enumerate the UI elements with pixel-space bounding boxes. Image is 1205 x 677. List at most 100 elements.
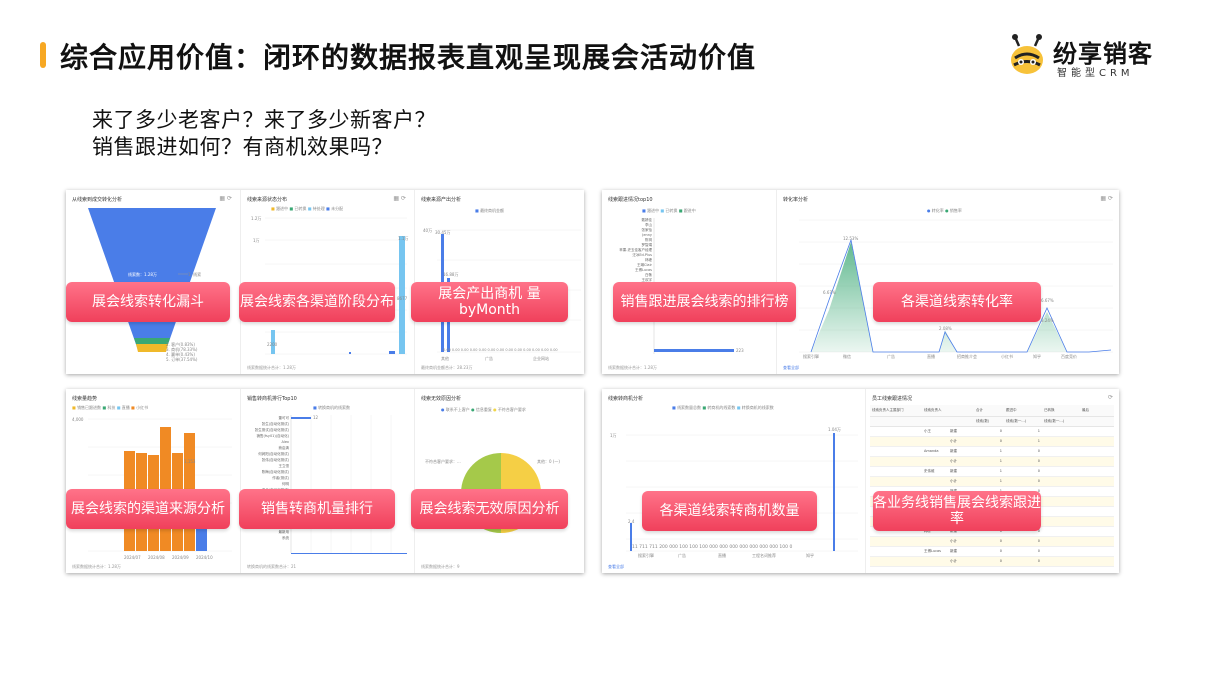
- bar-label: 2200: [267, 342, 278, 347]
- followup-table-card: 员工线索跟进情况 ⟳ 线索负责人主属部门 线索负责人 合计 跟进中 已转换 最后…: [865, 389, 1119, 573]
- table-cell: 0: [1037, 489, 1040, 493]
- channel-opportunity-card: 线索转商机分析 ■ 线索数量总数 ■ 转商机的线索数 ■ 转换商机的线索数 1万…: [602, 389, 863, 573]
- table-cell: 1: [999, 449, 1002, 453]
- table-cell: [870, 447, 922, 456]
- chart-legend: ● 转化率 ● 销售率: [927, 208, 962, 213]
- card-tools-icon[interactable]: ▦ ⟳: [393, 195, 406, 202]
- table-cell: [870, 457, 922, 466]
- table-body: 小王新建01小计01Amanda新建10小计10史伟维新建10小计10新建10小…: [870, 427, 1114, 567]
- funnel-stage-label: 5. 订单(37.54%): [166, 357, 198, 362]
- point-label: 12.53%: [843, 236, 859, 241]
- x-values: 11 711 711 200 000 100 100 100 000 000 0…: [632, 545, 793, 550]
- point-label: 6.67%: [823, 290, 836, 295]
- table-cell: 0: [999, 549, 1002, 553]
- table-cell: [870, 547, 922, 556]
- slide-title: 综合应用价值：闭环的数据报表直观呈现展会活动价值: [60, 41, 757, 74]
- view-all-link[interactable]: 查看全部: [608, 564, 624, 569]
- pie-label: 不符合客户要求：...: [425, 459, 461, 464]
- table-cell: [870, 477, 922, 486]
- card-title: 线索来源产出分析: [421, 197, 462, 203]
- table-cell: 小计: [950, 539, 957, 543]
- convert-name: 张生(自动化测试): [261, 422, 289, 426]
- table-cell: 小计: [950, 559, 957, 563]
- table-cell: 小计: [950, 459, 957, 463]
- table-row: 小计 1 0: [870, 457, 1114, 467]
- convert-name: 何润阳(自动化测试): [258, 452, 289, 456]
- pill-convert-ranking: 销售转商机量排行: [239, 489, 395, 529]
- funnel-top-label: 线索数：1.28万: [128, 272, 157, 277]
- convert-name: 最新用: [278, 530, 290, 534]
- ranking-name: 张家怡: [641, 228, 653, 232]
- table-cell: 0: [1037, 539, 1040, 543]
- brand-subtitle: 智能型CRM: [1057, 68, 1134, 79]
- table-cell: 新建: [950, 429, 957, 433]
- table-subheader-row: 线索(数) 线索(数一...) 线索(数一...): [870, 417, 1114, 427]
- x-category: 2024/09: [172, 555, 189, 560]
- convert-name: 销售(fsy01)(自动化): [256, 434, 289, 438]
- card-title: 线索跟进情况top10: [608, 197, 653, 203]
- chart-legend: ■ 最终商机金额: [475, 208, 505, 213]
- table-cell: 0: [1037, 469, 1040, 473]
- column-subheader: 线索(数一...): [1044, 419, 1065, 423]
- view-all-link[interactable]: 查看全部: [783, 365, 799, 370]
- x-category: 广告: [887, 354, 895, 359]
- table-cell: 1: [999, 459, 1002, 463]
- bar-label: 12: [313, 415, 319, 420]
- bee-mascot-icon: [1011, 34, 1043, 74]
- x-category: 直播: [927, 354, 935, 359]
- pill-funnel: 展会线索转化漏斗: [66, 282, 230, 322]
- column-header: 最后: [1082, 408, 1089, 412]
- card-tools-icon[interactable]: ▦ ⟳: [219, 195, 232, 202]
- invalid-pie-chart: [461, 453, 541, 533]
- table-cell: [922, 537, 948, 546]
- question-line-2: 销售跟进如何？有商机效果吗？: [92, 135, 393, 159]
- x-category: 其他: [441, 356, 449, 361]
- table-cell: [870, 437, 922, 446]
- convert-name: 作者(测试): [272, 476, 289, 480]
- funnel-stage-label: 3. 商机(78.33%): [166, 347, 198, 352]
- bar-label: 30.45万: [435, 230, 451, 235]
- table-cell: 新建: [950, 549, 957, 553]
- x-category: 工程名词推荐: [752, 553, 776, 558]
- table-cell: 0: [1037, 459, 1040, 463]
- column-header: 跟进中: [1006, 408, 1017, 412]
- pill-opportunity-by-month: 展会产出商机 量byMonth: [411, 282, 568, 322]
- chart-legend: ■ 线索数量总数 ■ 转商机的线索数 ■ 转换商机的线索数: [672, 405, 774, 410]
- x-category: 直播: [718, 553, 726, 558]
- x-values: 0.00 0.00 0.00 0.00 0.00 0.00 0.00 0.00 …: [443, 348, 558, 352]
- table-cell: 0: [999, 439, 1002, 443]
- chart-legend: ■ 跟进中 ■ 已转换 ■ 待处理 ■ 未分配: [271, 206, 344, 211]
- dashboard-panel-top-left: 从线索到成交转化分析 ▦ ⟳ 线索数：1.28万 1. 线索 2. 客户(0.8…: [66, 190, 584, 374]
- ranking-name: Jenny: [642, 233, 652, 237]
- column-subheader: 线索(数一...): [1006, 419, 1027, 423]
- ranking-name: 陈玥: [645, 238, 652, 242]
- bar-label: 2.4: [628, 519, 635, 524]
- dashboard-panel-bottom-right: 线索转商机分析 ■ 线索数量总数 ■ 转商机的线索数 ■ 转换商机的线索数 1万…: [602, 389, 1119, 573]
- funnel-stage-label: 2. 客户(0.83%): [166, 342, 195, 347]
- column-header: 合计: [976, 408, 983, 412]
- convert-name: 系统: [282, 536, 289, 540]
- table-cell: 新建: [950, 449, 957, 453]
- x-category: 2024/07: [124, 555, 141, 560]
- column-header: 线索负责人: [924, 408, 942, 412]
- convert-ranking-card: 销售转商机排行Top10 ■ 转换商机的线索数 董可可张生(自动化测试)张生测试…: [240, 389, 412, 573]
- ranking-name: 李山: [645, 223, 652, 227]
- refresh-icon[interactable]: ⟳: [1107, 394, 1113, 401]
- card-title: 销售转商机排行Top10: [247, 396, 297, 402]
- pill-conversion-rate: 各渠道线索转化率: [873, 282, 1041, 322]
- funnel-stage-label: 4. 赢单(0.43%): [166, 352, 195, 357]
- card-tools-icon[interactable]: ▦ ⟳: [1100, 195, 1113, 202]
- column-subheader: 线索(数): [976, 419, 990, 423]
- table-cell: 1: [999, 479, 1002, 483]
- pill-stage-distribution: 展会线索各渠道阶段分布: [239, 282, 395, 322]
- table-cell: 0: [999, 429, 1002, 433]
- pill-invalid-reason: 展会线索无效原因分析: [411, 489, 568, 529]
- pill-followup-rate: 各业务线销售展会线索跟进率: [873, 491, 1041, 531]
- table-cell: 1: [999, 469, 1002, 473]
